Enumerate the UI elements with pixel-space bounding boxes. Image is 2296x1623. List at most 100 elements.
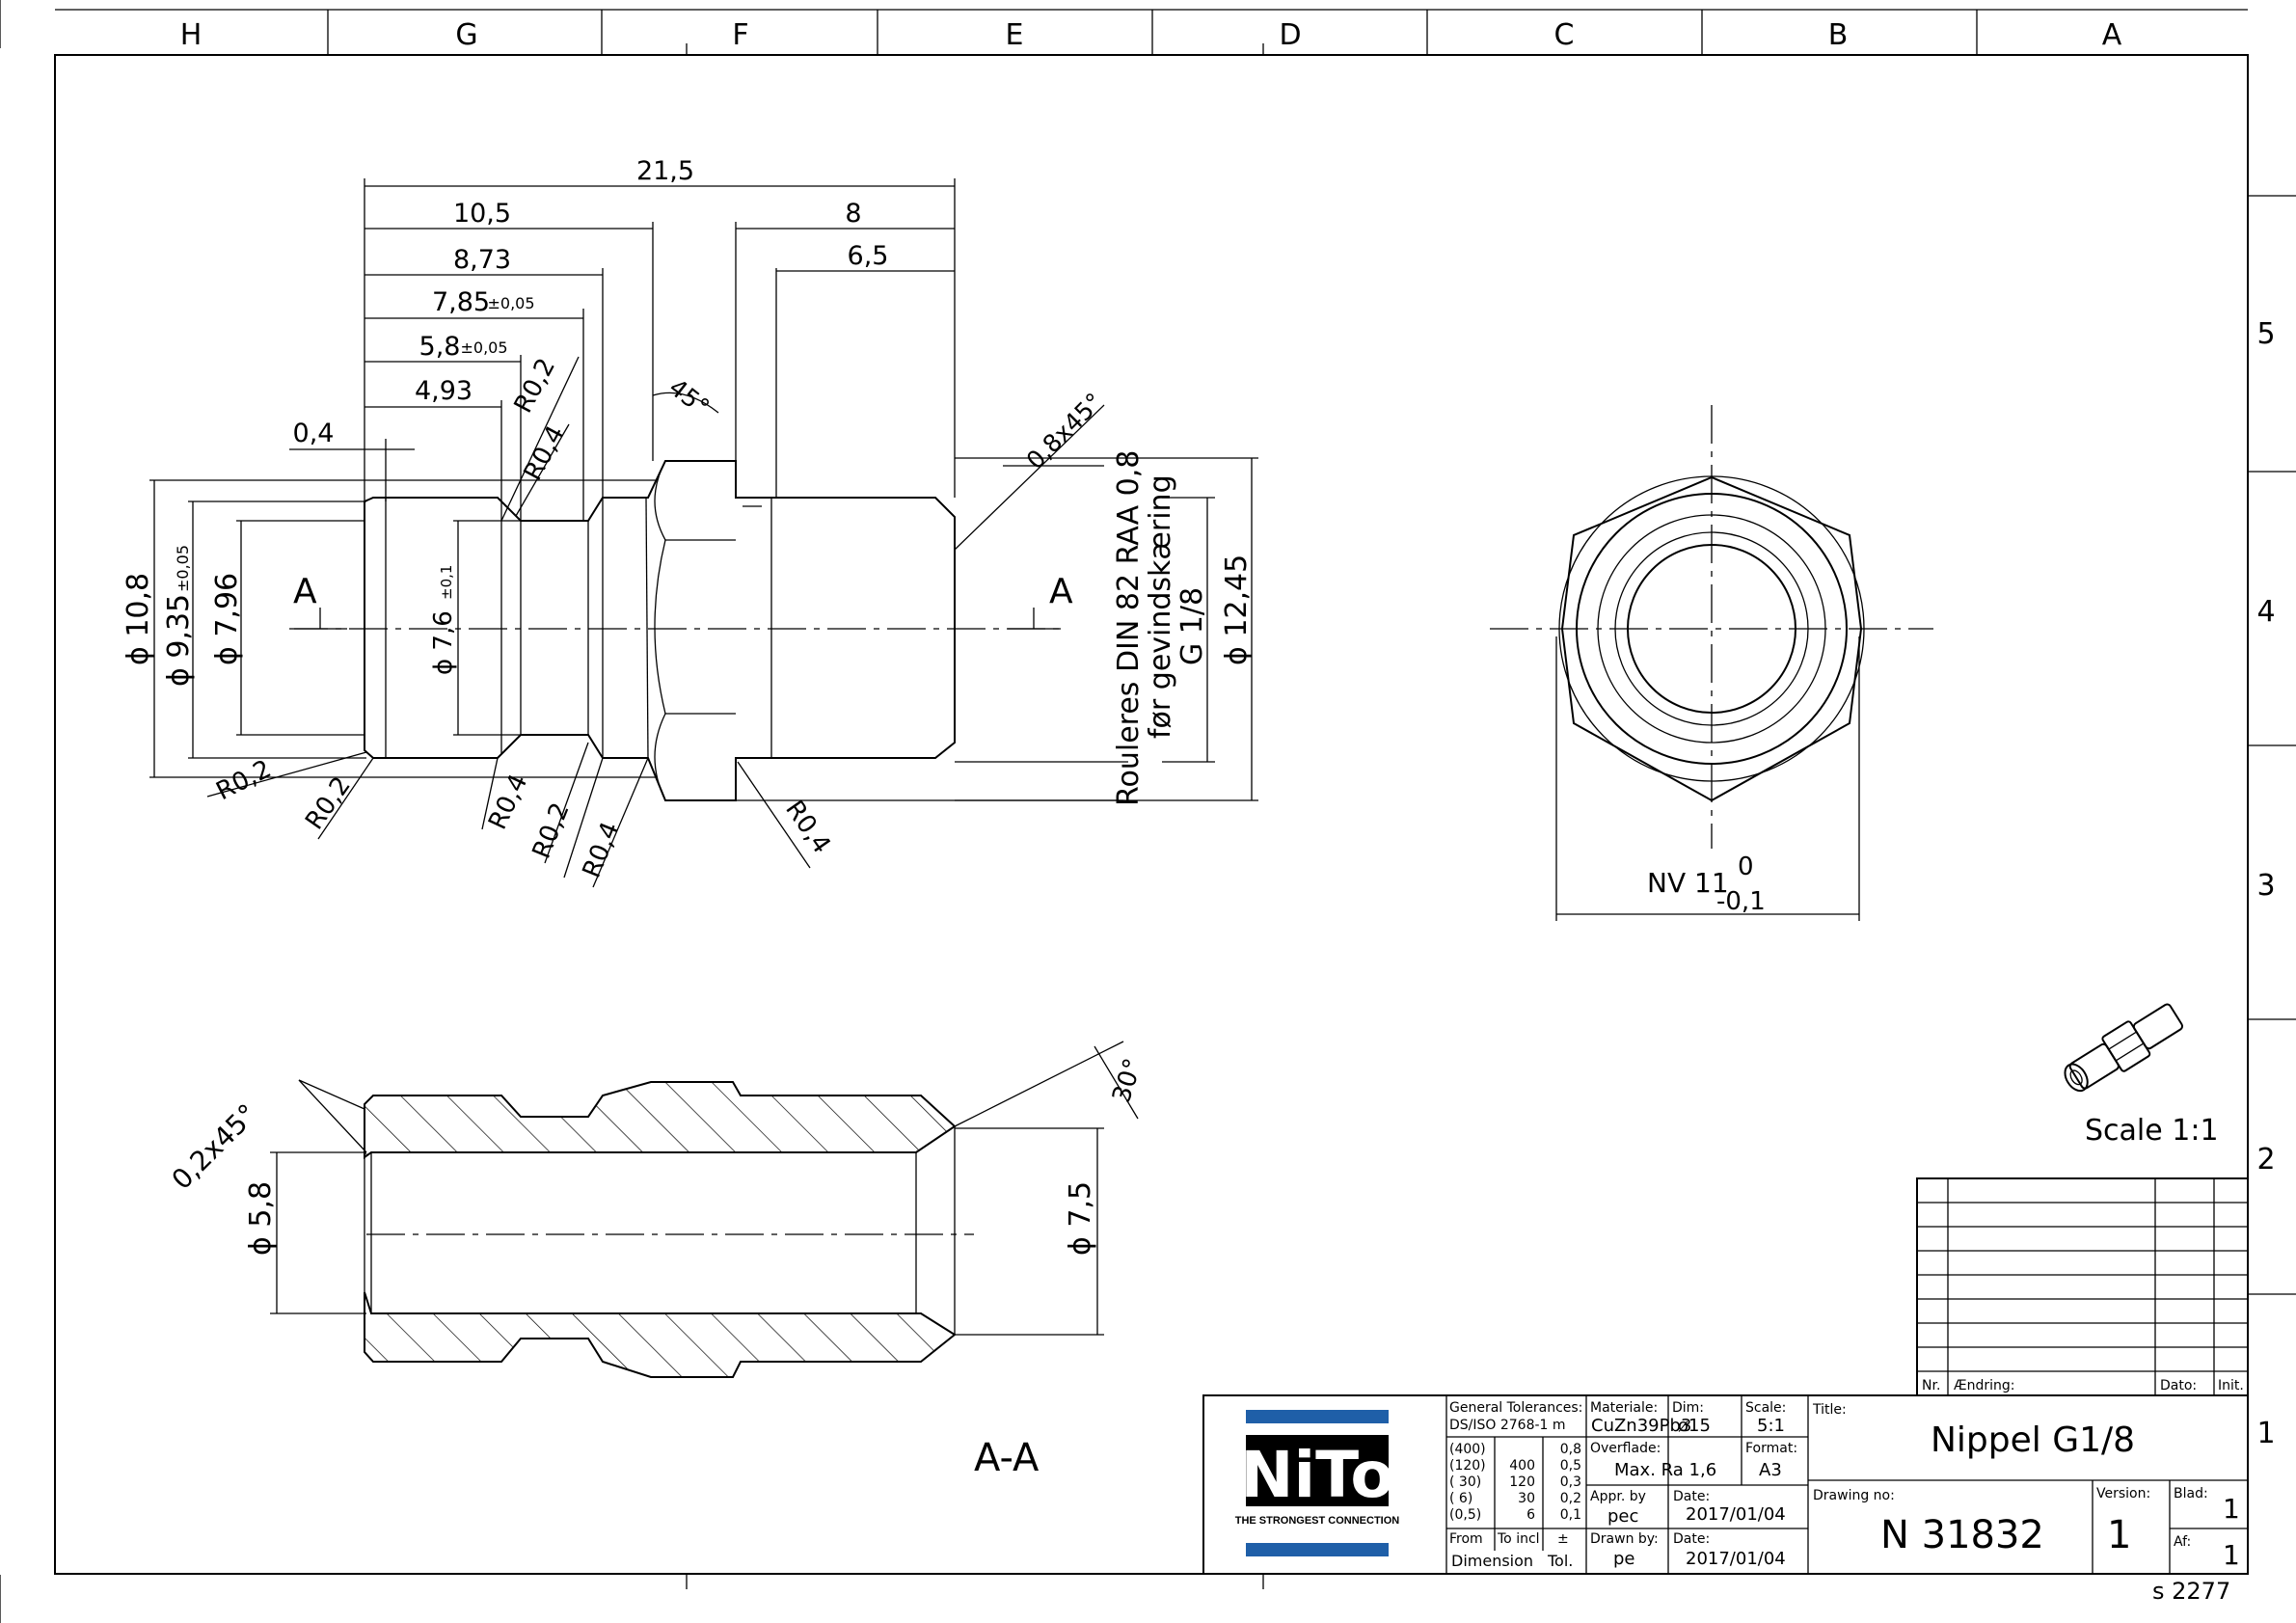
tol-head-from: From xyxy=(1449,1531,1483,1547)
section-lower-wall xyxy=(364,1291,957,1378)
footer-code: s 2277 xyxy=(2152,1578,2230,1605)
radius-r0-4-top: R0,4 xyxy=(519,421,571,486)
tolerance-standard: DS/ISO 2768-1 m xyxy=(1449,1418,1566,1433)
material-label: Materiale: xyxy=(1590,1400,1658,1416)
af-value: 1 xyxy=(2223,1539,2240,1571)
material-value: CuZn39Pb3 xyxy=(1591,1416,1691,1436)
thread-note-line1: Rouleres DIN 82 RAA 0,8 xyxy=(1112,450,1146,806)
nito-logo: NiTo THE STRONGEST CONNECTION xyxy=(1235,1410,1400,1556)
zone-column-b: B xyxy=(1828,18,1849,52)
dim-label: Dim: xyxy=(1672,1400,1704,1416)
dim-10-5: 10,5 xyxy=(453,199,511,229)
zone-column-e: E xyxy=(1006,18,1024,52)
dim-0-4: 0,4 xyxy=(293,419,335,448)
zone-column-d: D xyxy=(1279,18,1301,52)
zone-column-h: H xyxy=(180,18,203,52)
drawing-no-label: Drawing no: xyxy=(1813,1488,1895,1503)
rev-header-nr: Nr. xyxy=(1922,1378,1940,1393)
nv-label: NV 11 xyxy=(1647,867,1729,899)
tol-to: 6 xyxy=(1526,1507,1535,1523)
horizontal-dimensions xyxy=(289,178,956,521)
tol-to: 400 xyxy=(1509,1458,1535,1474)
zone-column-a: A xyxy=(2102,18,2122,52)
tol-to: 120 xyxy=(1509,1474,1535,1490)
nv-lower-tol: -0,1 xyxy=(1716,887,1766,916)
dim-5-8: 5,8 xyxy=(419,332,461,362)
radius-r0-4-mid: R0,4 xyxy=(483,770,533,834)
dim-4-93: 4,93 xyxy=(415,376,473,406)
dim-5-8-tol: ±0,05 xyxy=(460,338,507,357)
zone-row-2: 2 xyxy=(2256,1143,2275,1177)
rev-header-dato: Dato: xyxy=(2160,1378,2197,1393)
iso-scale-label: Scale 1:1 xyxy=(2085,1114,2219,1148)
dim-21-5: 21,5 xyxy=(636,156,694,186)
tol-val: 0,5 xyxy=(1560,1458,1581,1474)
appr-label: Appr. by xyxy=(1590,1489,1646,1504)
end-view: NV 11 0 -0,1 xyxy=(1490,405,1933,921)
drawn-value: pe xyxy=(1613,1549,1635,1569)
drawn-date-label: Date: xyxy=(1673,1531,1710,1547)
dia-7-6: ϕ 7,6 xyxy=(429,610,458,675)
dim-value: ø15 xyxy=(1678,1416,1711,1436)
section-label-a-a: A-A xyxy=(974,1436,1040,1480)
dim-chamfer-0-8x45: 0,8x45° xyxy=(1021,388,1108,474)
nv-upper-tol: 0 xyxy=(1738,852,1754,881)
zone-column-c: C xyxy=(1554,18,1575,52)
hex-outline xyxy=(1560,475,1863,802)
radius-r0-2-left: R0,2 xyxy=(212,755,277,807)
section-mark-left: A xyxy=(293,572,317,611)
drawing-title: Nippel G1/8 xyxy=(1931,1420,2135,1460)
logo-tagline: THE STRONGEST CONNECTION xyxy=(1235,1515,1400,1527)
radius-r0-2-left2: R0,2 xyxy=(300,771,357,835)
section-upper-wall xyxy=(364,1081,957,1159)
section-mark-right: A xyxy=(1049,572,1073,611)
zone-column-g: G xyxy=(455,18,477,52)
section-view: 0,2x45° 30° ϕ 5,8 ϕ 7,5 A-A xyxy=(166,1041,1148,1480)
row-ticks xyxy=(2248,195,2296,1295)
section-dia-7-5: ϕ 7,5 xyxy=(1064,1181,1097,1256)
dia-10-8: ϕ 10,8 xyxy=(122,573,155,665)
zone-row-1: 1 xyxy=(2256,1417,2275,1450)
drawn-label: Drawn by: xyxy=(1590,1531,1659,1547)
tol-val: 0,1 xyxy=(1560,1507,1581,1523)
zone-row-4: 4 xyxy=(2256,595,2275,629)
surface-value: Max. Ra 1,6 xyxy=(1614,1460,1716,1480)
dim-7-85: 7,85 xyxy=(432,287,490,317)
revision-table: Nr. Ændring: Dato: Init. xyxy=(1916,1177,2249,1396)
tol-from: ( 6) xyxy=(1449,1491,1472,1506)
tol-head-pm: ± xyxy=(1557,1531,1569,1547)
format-value: A3 xyxy=(1759,1460,1782,1480)
column-ticks xyxy=(327,10,1978,1589)
tol-val: 0,3 xyxy=(1560,1474,1581,1490)
thread-note-line2: før gevindskæring xyxy=(1144,474,1177,739)
dia-12-45: ϕ 12,45 xyxy=(1220,555,1254,665)
version-value: 1 xyxy=(2107,1513,2131,1557)
drawn-date-value: 2017/01/04 xyxy=(1686,1549,1786,1569)
tol-head-to: To incl xyxy=(1497,1531,1540,1547)
dia-7-96: ϕ 7,96 xyxy=(210,573,244,665)
appr-date-value: 2017/01/04 xyxy=(1686,1504,1786,1525)
zone-row-5: 5 xyxy=(2256,317,2275,351)
title-label: Title: xyxy=(1812,1402,1847,1418)
thread-note-line3: G 1/8 xyxy=(1175,587,1209,665)
general-tolerances-label: General Tolerances: xyxy=(1449,1400,1582,1416)
section-dia-5-8: ϕ 5,8 xyxy=(244,1181,278,1256)
blad-label: Blad: xyxy=(2174,1486,2208,1501)
radius-r0-2-top: R0,2 xyxy=(509,354,561,419)
isometric-thumbnail: Scale 1:1 xyxy=(2064,1003,2219,1148)
version-label: Version: xyxy=(2096,1486,2150,1501)
zone-row-3: 3 xyxy=(2256,869,2275,903)
dim-8: 8 xyxy=(845,199,861,229)
tol-foot-dimension: Dimension xyxy=(1451,1552,1533,1570)
tol-foot-tol: Tol. xyxy=(1547,1552,1573,1570)
dia-9-35: ϕ 9,35 xyxy=(162,594,196,687)
dim-45deg: 45° xyxy=(663,373,715,421)
section-chamfer: 0,2x45° xyxy=(166,1097,264,1196)
radius-r0-4-mid2: R0,4 xyxy=(578,818,626,881)
tol-from: (400) xyxy=(1449,1442,1486,1457)
rev-header-init: Init. xyxy=(2218,1378,2244,1393)
scale-label: Scale: xyxy=(1745,1400,1786,1416)
dim-6-5: 6,5 xyxy=(848,241,889,271)
blad-value: 1 xyxy=(2223,1493,2240,1525)
